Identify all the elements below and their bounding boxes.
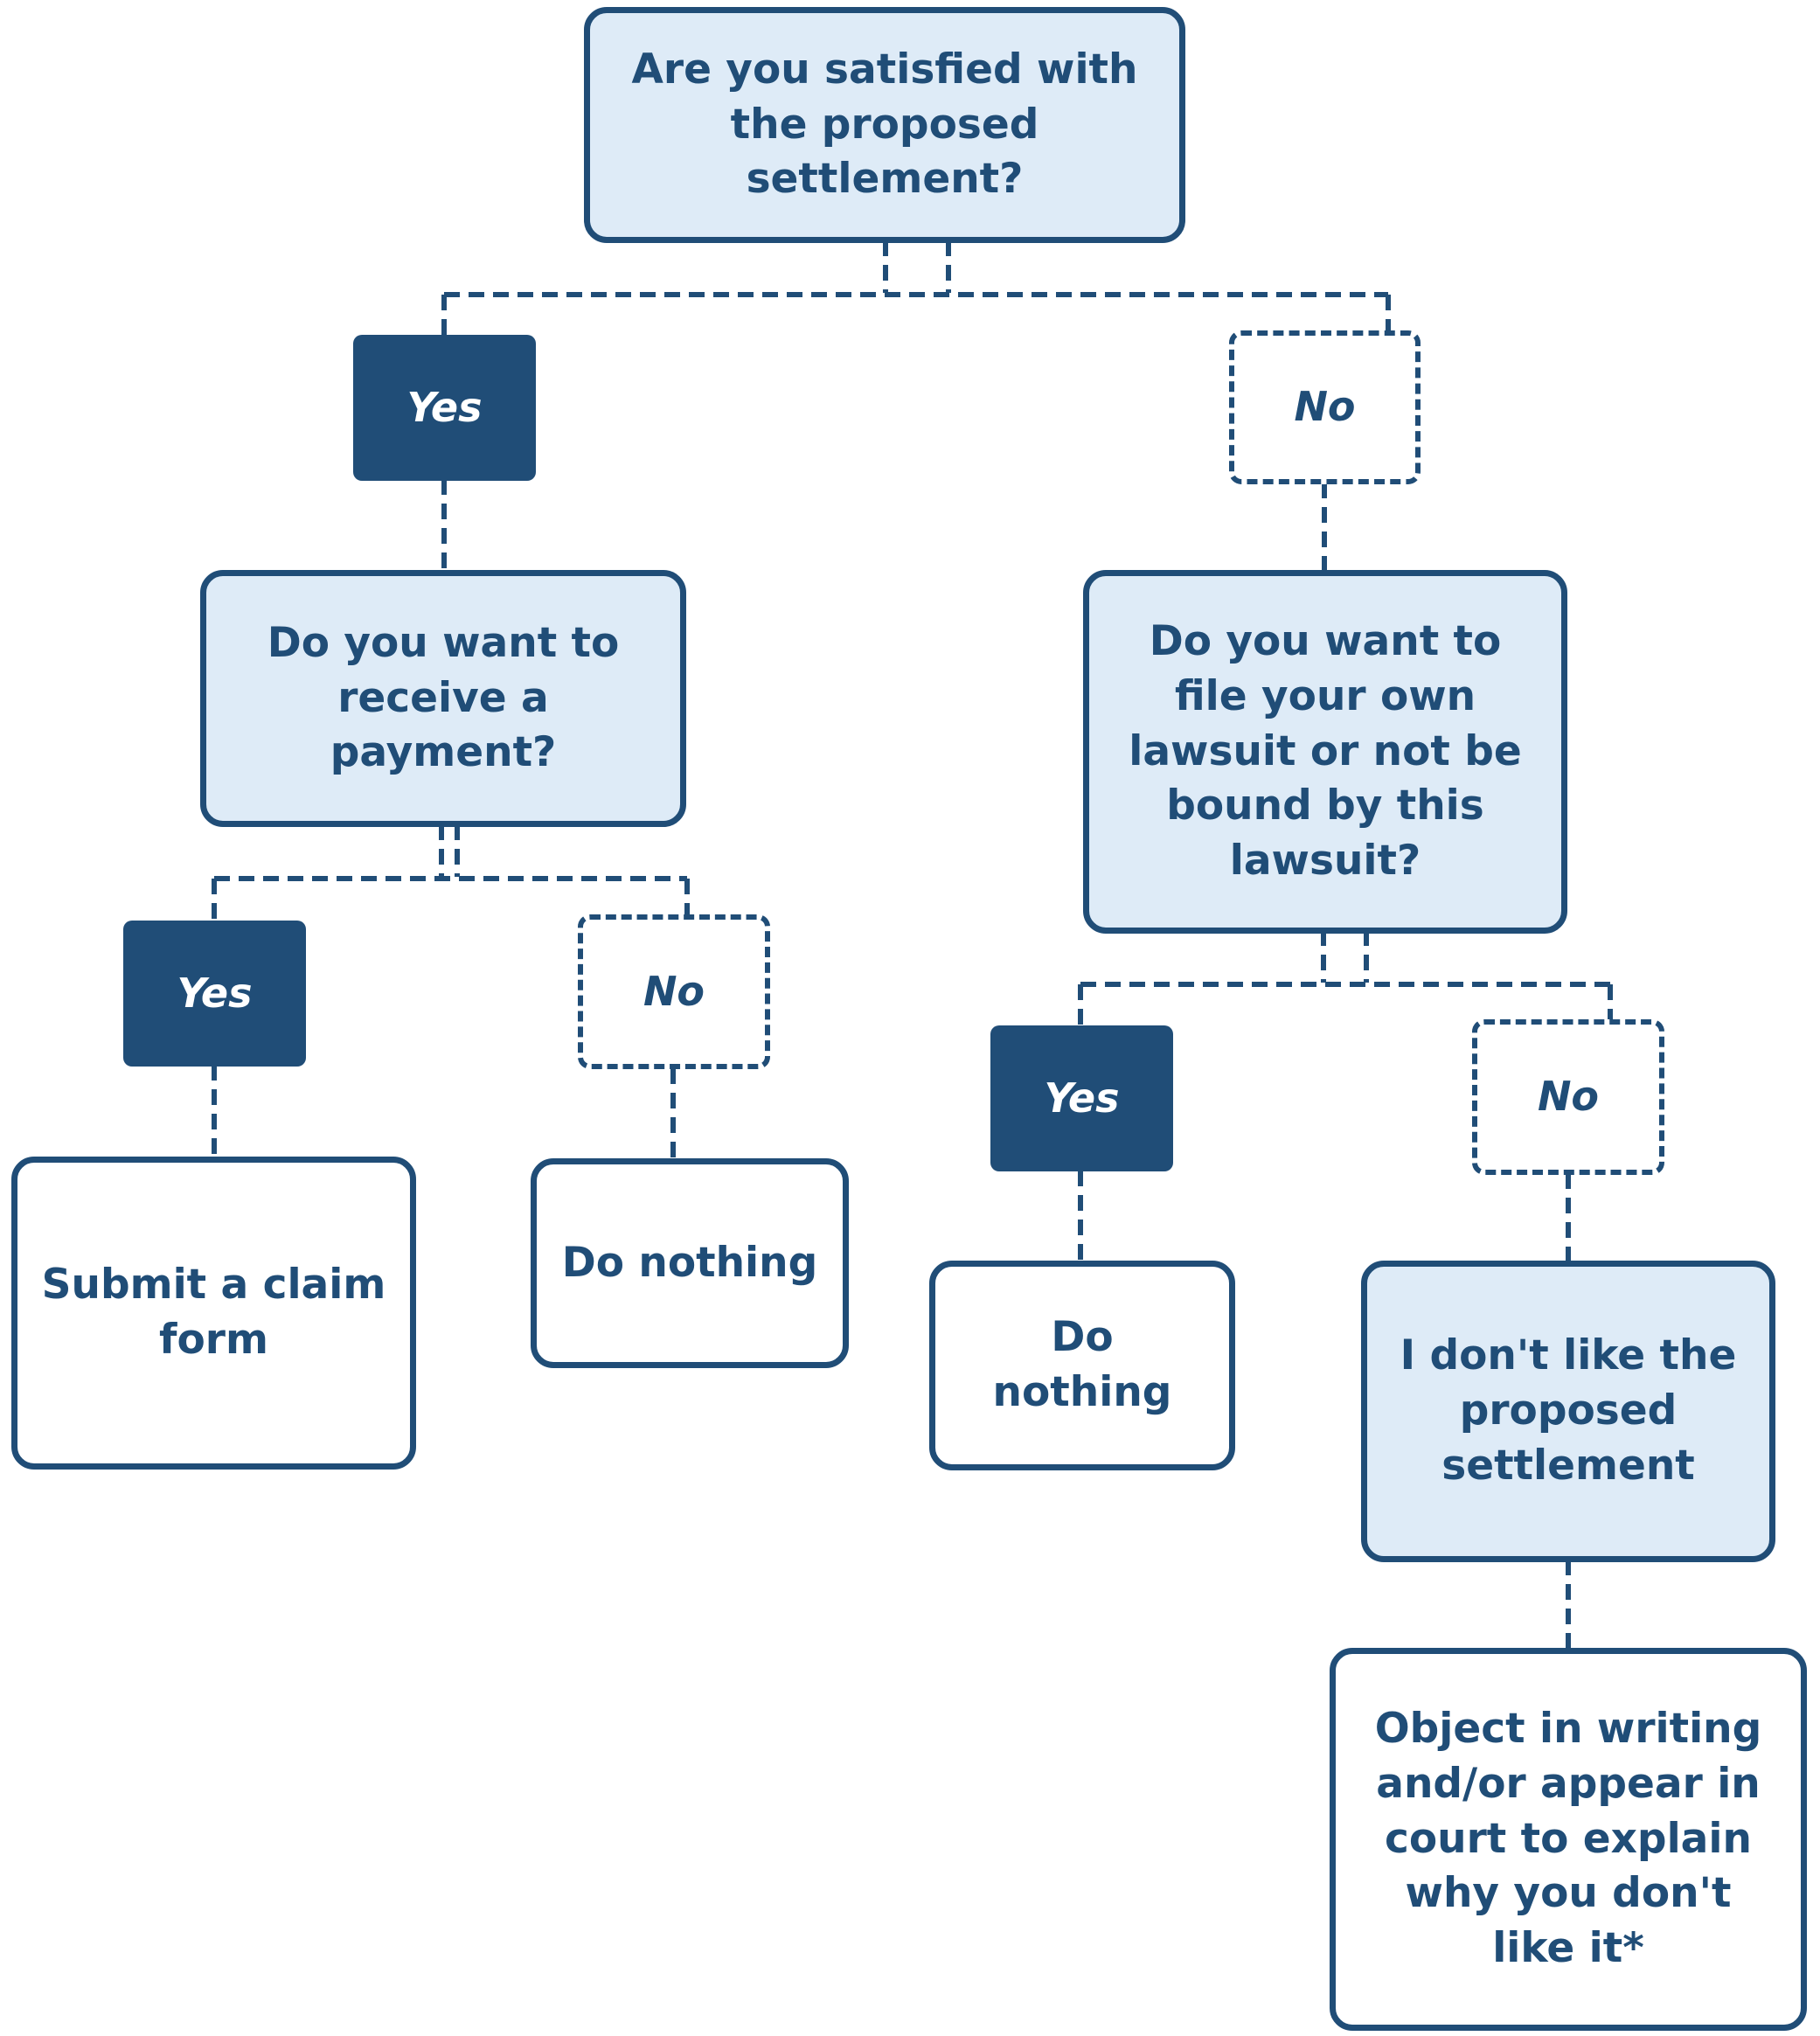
object-in-writing-box: Object in writing and/or appear in court… bbox=[1330, 1648, 1807, 2031]
payment-yes-label: Yes bbox=[123, 921, 306, 1067]
submit-claim-text: Submit a claim form bbox=[41, 1261, 386, 1364]
payment-question: Do you want to receive a payment? bbox=[200, 570, 686, 827]
root-no-label: No bbox=[1229, 330, 1421, 484]
do-nothing-left-box: Do nothing bbox=[531, 1158, 849, 1368]
do-nothing-right-box: Do nothing bbox=[929, 1261, 1235, 1470]
lawsuit-yes-label: Yes bbox=[990, 1025, 1173, 1171]
lawsuit-no-label: No bbox=[1472, 1019, 1664, 1175]
submit-claim-box: Submit a claim form bbox=[11, 1157, 416, 1470]
lawsuit-question: Do you want to file your own lawsuit or … bbox=[1083, 570, 1567, 934]
payment-no-label: No bbox=[578, 914, 770, 1069]
object-in-writing-text: Object in writing and/or appear in court… bbox=[1374, 1704, 1762, 1973]
do-nothing-left-text: Do nothing bbox=[561, 1238, 818, 1287]
do-nothing-right-text: Do nothing bbox=[992, 1313, 1172, 1416]
payment-question-text: Do you want to receive a payment? bbox=[267, 618, 620, 777]
lawsuit-question-text: Do you want to file your own lawsuit or … bbox=[1129, 616, 1522, 886]
dislike-settlement-text: I don't like the proposed settlement bbox=[1400, 1331, 1737, 1490]
root-question-text: Are you satisfied with the proposed sett… bbox=[631, 45, 1138, 204]
dislike-settlement-box: I don't like the proposed settlement bbox=[1361, 1261, 1775, 1562]
root-yes-label: Yes bbox=[353, 335, 536, 481]
root-question: Are you satisfied with the proposed sett… bbox=[584, 7, 1185, 243]
